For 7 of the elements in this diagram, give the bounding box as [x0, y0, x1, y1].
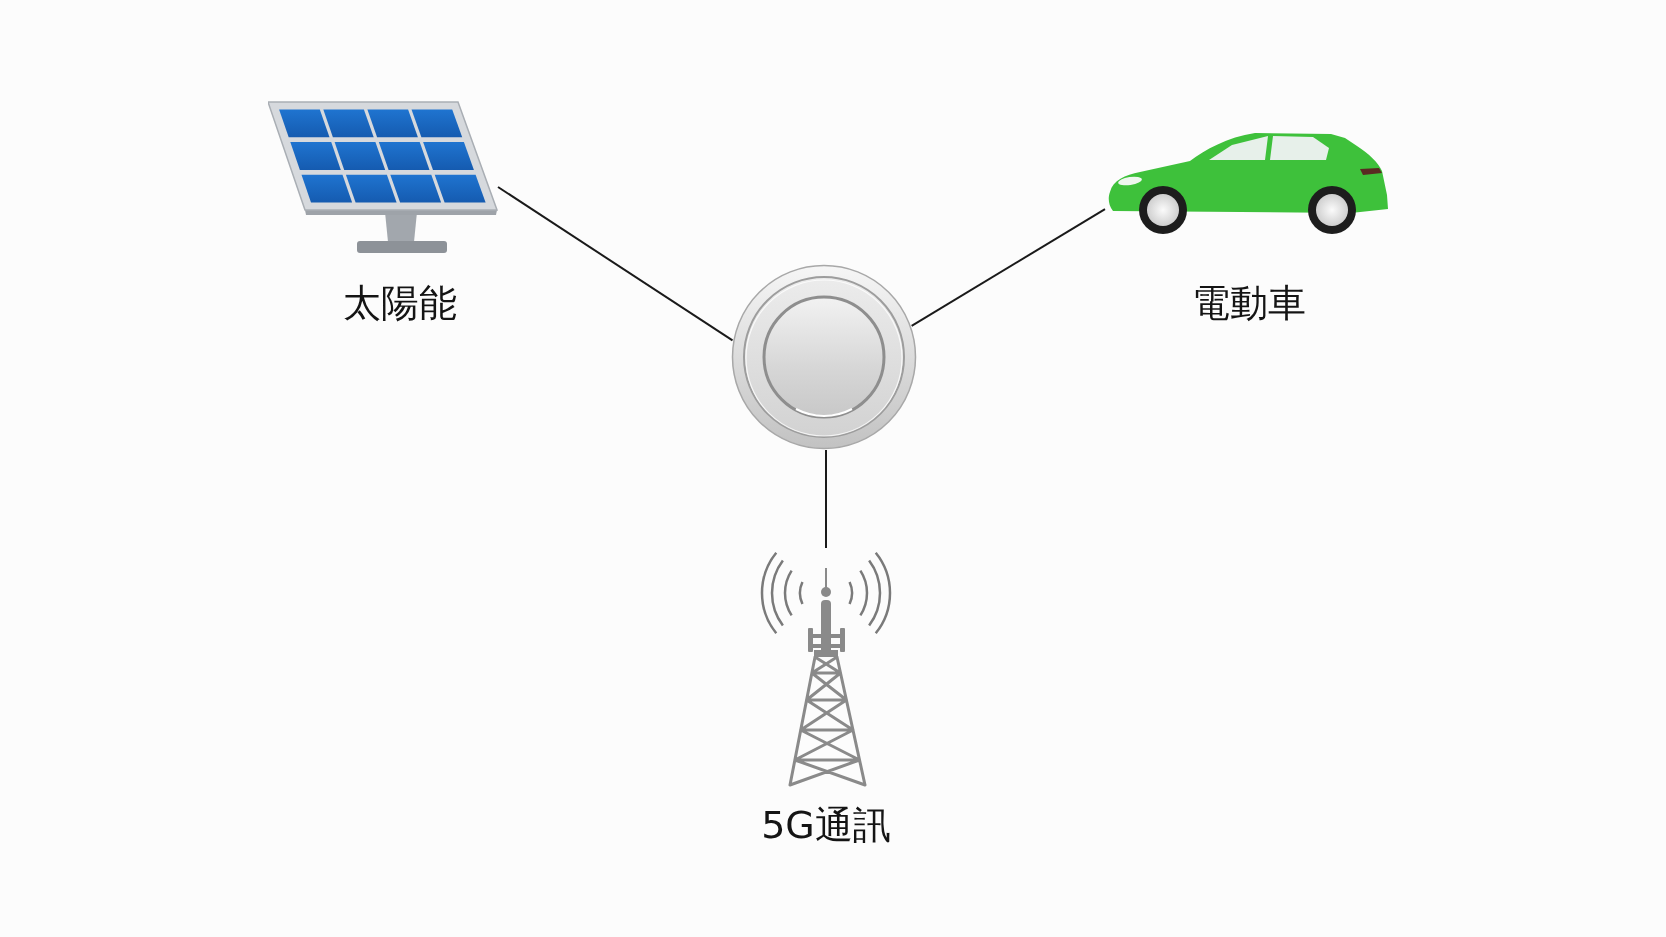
node-label: 5G通訊	[761, 802, 891, 848]
connector-line	[910, 208, 1106, 327]
connector-line	[497, 186, 734, 342]
node-label: 太陽能	[343, 280, 457, 326]
node-label: 電動車	[1192, 280, 1306, 326]
connector-line	[825, 449, 827, 549]
disc-icon	[731, 264, 917, 450]
